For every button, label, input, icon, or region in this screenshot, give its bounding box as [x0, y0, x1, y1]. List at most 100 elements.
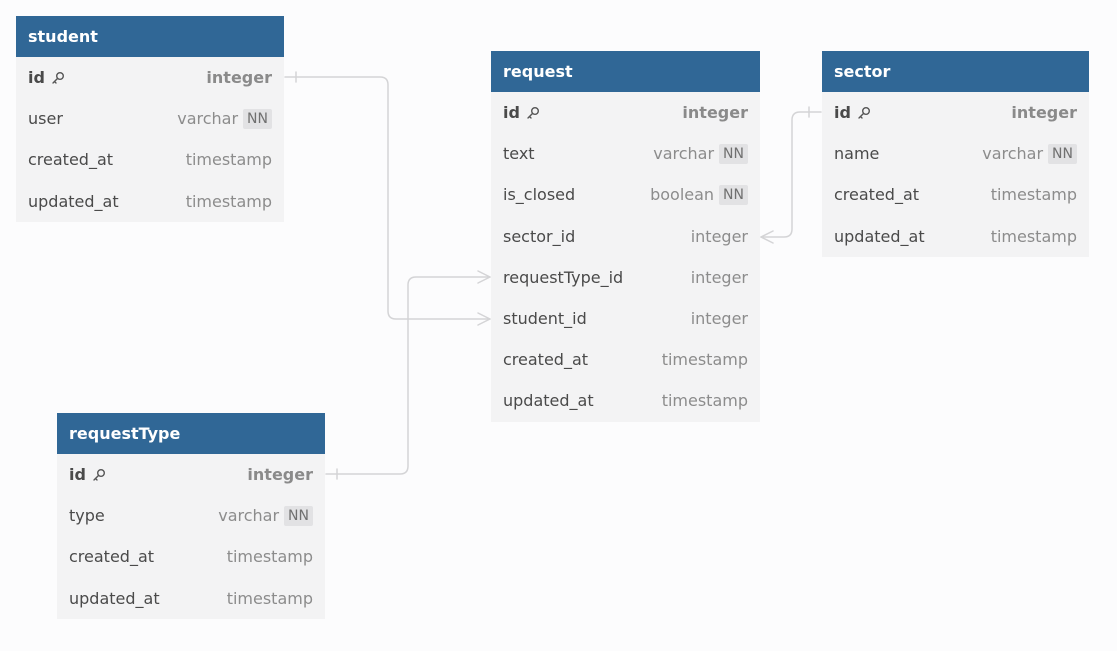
column-row[interactable]: id integer — [822, 92, 1089, 133]
column-row[interactable]: id integer — [491, 92, 760, 133]
column-type: varchar — [177, 109, 239, 129]
key-icon — [858, 106, 870, 119]
column-type: integer — [247, 465, 313, 485]
column-name: student_id — [503, 309, 587, 329]
column-row[interactable]: id integer — [16, 57, 284, 98]
key-icon — [527, 106, 539, 119]
column-row[interactable]: updated_at timestamp — [822, 216, 1089, 257]
column-name: id — [28, 68, 45, 88]
table-sector[interactable]: sector id integer name varchar NN create… — [822, 51, 1089, 257]
column-row[interactable]: created_at timestamp — [57, 536, 325, 577]
table-student[interactable]: student id integer user varchar NN creat… — [16, 16, 284, 222]
column-type-cell: integer — [247, 465, 313, 484]
column-type: integer — [682, 103, 748, 123]
column-row[interactable]: type varchar NN — [57, 495, 325, 536]
column-name: text — [503, 144, 535, 164]
column-type: timestamp — [185, 150, 272, 170]
column-row[interactable]: student_id integer — [491, 298, 760, 339]
column-type: varchar — [982, 144, 1044, 164]
table-header[interactable]: sector — [822, 51, 1089, 92]
key-icon — [52, 71, 64, 84]
column-type-cell: integer — [206, 68, 272, 87]
column-type: integer — [206, 68, 272, 88]
not-null-badge: NN — [243, 108, 272, 129]
column-type-cell: timestamp — [991, 185, 1077, 204]
column-row[interactable]: updated_at timestamp — [491, 380, 760, 421]
column-name: updated_at — [503, 391, 594, 411]
table-header[interactable]: request — [491, 51, 760, 92]
column-row[interactable]: user varchar NN — [16, 98, 284, 139]
column-name-cell: id — [69, 465, 106, 484]
column-name: type — [69, 506, 105, 526]
not-null-badge: NN — [284, 505, 313, 526]
column-type: timestamp — [661, 391, 748, 411]
table-request[interactable]: request id integer text varchar NN is_cl… — [491, 51, 760, 422]
column-type-cell: boolean NN — [650, 184, 748, 205]
many-marker-student-request — [477, 312, 491, 326]
table-header[interactable]: student — [16, 16, 284, 57]
column-row[interactable]: id integer — [57, 454, 325, 495]
column-name: created_at — [834, 185, 920, 205]
column-row[interactable]: created_at timestamp — [491, 339, 760, 380]
column-type: varchar — [653, 144, 715, 164]
table-requesttype[interactable]: requestType id integer type varchar NN c… — [57, 413, 325, 619]
column-name: id — [834, 103, 851, 123]
table-header[interactable]: requestType — [57, 413, 325, 454]
column-row[interactable]: created_at timestamp — [16, 139, 284, 180]
column-name-cell: id — [28, 68, 65, 87]
column-row[interactable]: updated_at timestamp — [16, 181, 284, 222]
column-name: sector_id — [503, 226, 576, 246]
many-marker-sector-request — [760, 230, 774, 244]
column-type: timestamp — [661, 350, 748, 370]
column-type: integer — [690, 267, 748, 287]
column-name-cell: id — [503, 103, 540, 122]
column-name: is_closed — [503, 185, 576, 205]
column-type-cell: timestamp — [662, 350, 748, 369]
column-name: id — [503, 103, 520, 123]
column-type-cell: integer — [691, 309, 748, 328]
column-type: timestamp — [990, 185, 1077, 205]
column-row[interactable]: created_at timestamp — [822, 174, 1089, 215]
column-type: boolean — [650, 185, 715, 205]
column-type: integer — [690, 309, 748, 329]
column-name: updated_at — [834, 226, 925, 246]
column-name: updated_at — [69, 588, 160, 608]
column-name: created_at — [28, 150, 114, 170]
column-type: timestamp — [226, 547, 313, 567]
column-row[interactable]: sector_id integer — [491, 216, 760, 257]
column-name: updated_at — [28, 191, 119, 211]
column-type-cell: timestamp — [227, 589, 313, 608]
column-name: requestType_id — [503, 267, 624, 287]
not-null-badge: NN — [1048, 143, 1077, 164]
column-type: timestamp — [185, 191, 272, 211]
column-type: timestamp — [990, 226, 1077, 246]
column-name-cell: id — [834, 103, 871, 122]
column-name: name — [834, 144, 880, 164]
column-type-cell: timestamp — [227, 547, 313, 566]
not-null-badge: NN — [719, 184, 748, 205]
many-marker-requesttype-request — [477, 270, 491, 284]
column-row[interactable]: updated_at timestamp — [57, 578, 325, 619]
column-row[interactable]: requestType_id integer — [491, 257, 760, 298]
column-type: integer — [690, 226, 748, 246]
column-type-cell: timestamp — [186, 192, 272, 211]
connector-requesttype-request — [325, 276, 491, 475]
column-type-cell: varchar NN — [653, 143, 748, 164]
connector-student-request — [284, 76, 491, 320]
column-row[interactable]: name varchar NN — [822, 133, 1089, 174]
column-type-cell: integer — [1011, 103, 1077, 122]
column-row[interactable]: text varchar NN — [491, 133, 760, 174]
connector-sector-request — [760, 111, 822, 238]
column-type-cell: integer — [682, 103, 748, 122]
column-type-cell: integer — [691, 268, 748, 287]
key-icon — [93, 468, 105, 481]
column-type-cell: integer — [691, 227, 748, 246]
column-name: created_at — [69, 547, 155, 567]
column-type: timestamp — [226, 588, 313, 608]
column-type-cell: varchar NN — [177, 108, 272, 129]
column-name: created_at — [503, 350, 589, 370]
column-row[interactable]: is_closed boolean NN — [491, 174, 760, 215]
not-null-badge: NN — [719, 143, 748, 164]
column-name: id — [69, 465, 86, 485]
